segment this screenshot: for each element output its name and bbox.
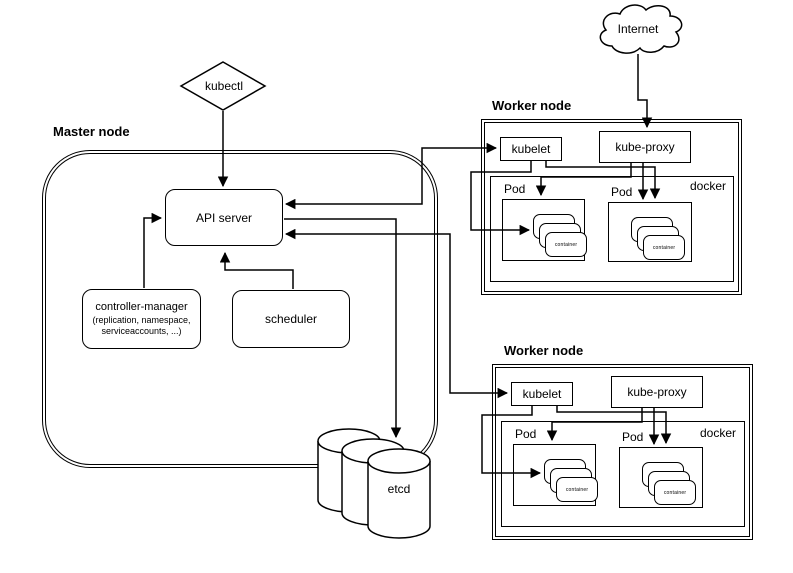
controller-manager-subtitle-2: serviceaccounts, ...) [101, 325, 182, 336]
api-server-node: API server [165, 189, 283, 246]
worker-2-pod-1-label: Pod [515, 427, 537, 441]
worker-2-kubelet-node: kubelet [511, 382, 573, 406]
kube-proxy-label: kube-proxy [615, 140, 675, 154]
worker-2-docker-label: docker [700, 426, 737, 440]
worker-1-kube-proxy-node: kube-proxy [599, 131, 691, 163]
kubelet-label: kubelet [511, 142, 551, 156]
master-node-label: Master node [53, 124, 130, 139]
worker-1-docker-label: docker [690, 179, 727, 193]
edge-internet-to-worker1-kube-proxy [637, 54, 653, 129]
controller-manager-node: controller-manager (replication, namespa… [82, 289, 201, 349]
worker-1-pod-1-label: Pod [504, 182, 526, 196]
controller-manager-subtitle-1: (replication, namespace, [92, 314, 191, 325]
internet-label: Internet [617, 22, 659, 36]
worker-1-pod-2-label: Pod [611, 185, 633, 199]
kube-proxy-label: kube-proxy [627, 385, 687, 399]
worker-node-1-label: Worker node [492, 98, 572, 113]
worker-1-kubelet-node: kubelet [500, 137, 562, 161]
container-node: container [556, 477, 598, 502]
etcd-label: etcd [387, 482, 411, 496]
worker-2-kube-proxy-node: kube-proxy [611, 376, 703, 408]
kubectl-label: kubectl [204, 79, 244, 93]
worker-node-2-label: Worker node [504, 343, 584, 358]
controller-manager-label: controller-manager [95, 300, 188, 313]
scheduler-node: scheduler [232, 290, 350, 348]
api-server-label: API server [195, 210, 252, 225]
container-node: container [654, 480, 696, 505]
scheduler-label: scheduler [264, 312, 318, 326]
worker-2-pod-2-label: Pod [622, 430, 644, 444]
kubelet-label: kubelet [522, 387, 562, 401]
container-node: container [643, 235, 685, 260]
container-node: container [545, 232, 587, 257]
